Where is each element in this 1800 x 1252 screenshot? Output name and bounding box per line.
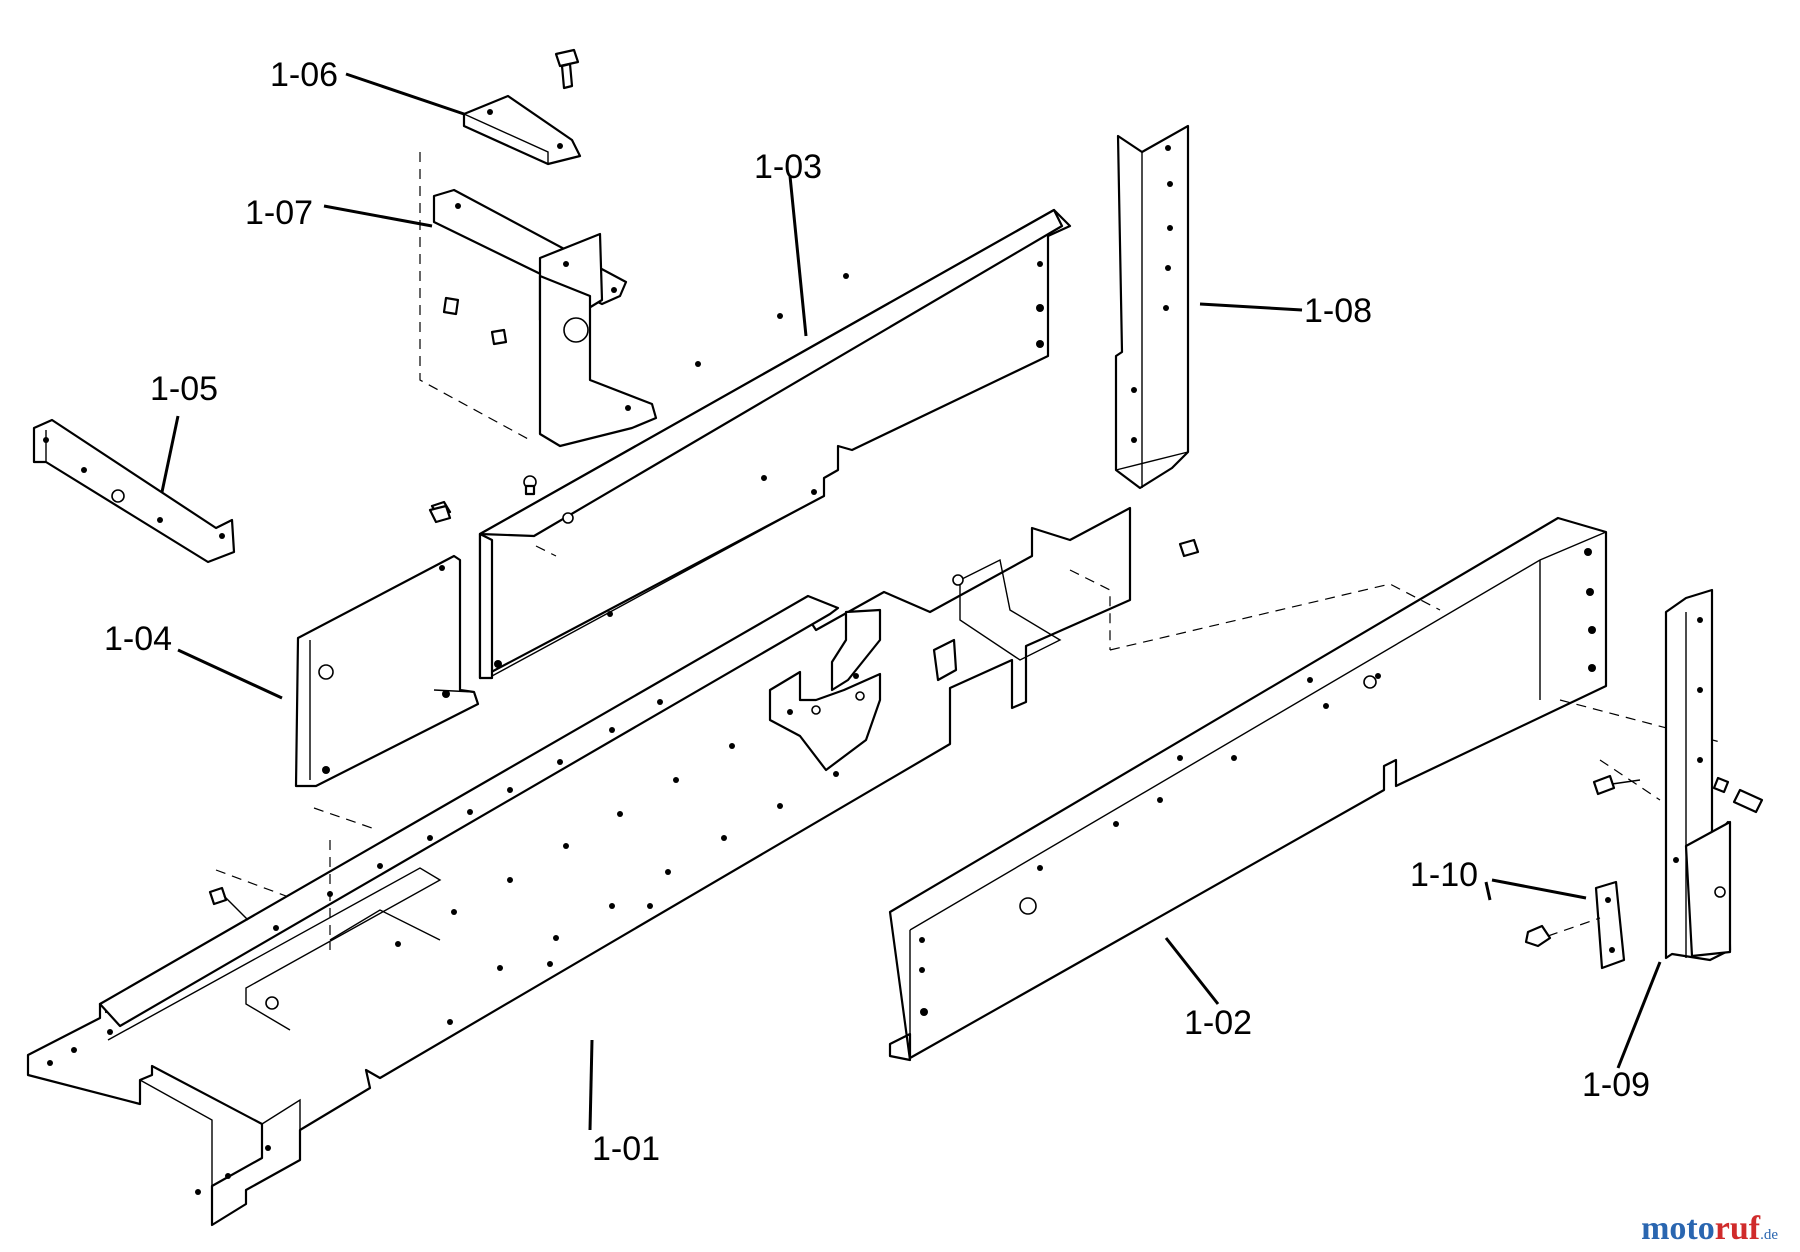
callout-1-10: 1-10 xyxy=(1410,856,1479,894)
watermark-part2: ruf xyxy=(1714,1210,1761,1247)
part-1-01-main-frame xyxy=(26,506,1132,1227)
rail-holes xyxy=(919,548,1596,1016)
watermark-suffix: .de xyxy=(1760,1227,1778,1243)
callout-1-05: 1-05 xyxy=(150,370,219,408)
callout-1-07: 1-07 xyxy=(245,194,314,232)
part-1-10-link-plate xyxy=(1524,880,1626,970)
callout-1-09: 1-09 xyxy=(1582,1066,1651,1104)
part-1-09-rear-post xyxy=(1592,588,1764,962)
callout-1-03: 1-03 xyxy=(754,148,823,186)
part-1-08-vertical-post xyxy=(1114,124,1190,490)
watermark-logo: motoruf.de xyxy=(1641,1212,1778,1246)
callout-1-01: 1-01 xyxy=(592,1130,661,1168)
part-1-03-side-panel xyxy=(478,208,1072,680)
frame-holes xyxy=(47,574,964,1195)
watermark-part1: moto xyxy=(1641,1210,1715,1247)
callout-1-08: 1-08 xyxy=(1304,292,1373,330)
callout-1-06: 1-06 xyxy=(270,56,339,94)
callout-1-02: 1-02 xyxy=(1184,1004,1253,1042)
fasteners xyxy=(208,504,1200,921)
part-1-07-console-bracket xyxy=(419,152,658,448)
callout-1-04: 1-04 xyxy=(104,620,173,658)
part-1-05-bracket xyxy=(32,418,236,564)
part-1-06-cap-bracket xyxy=(462,48,582,166)
leader-lines xyxy=(160,72,1662,1131)
